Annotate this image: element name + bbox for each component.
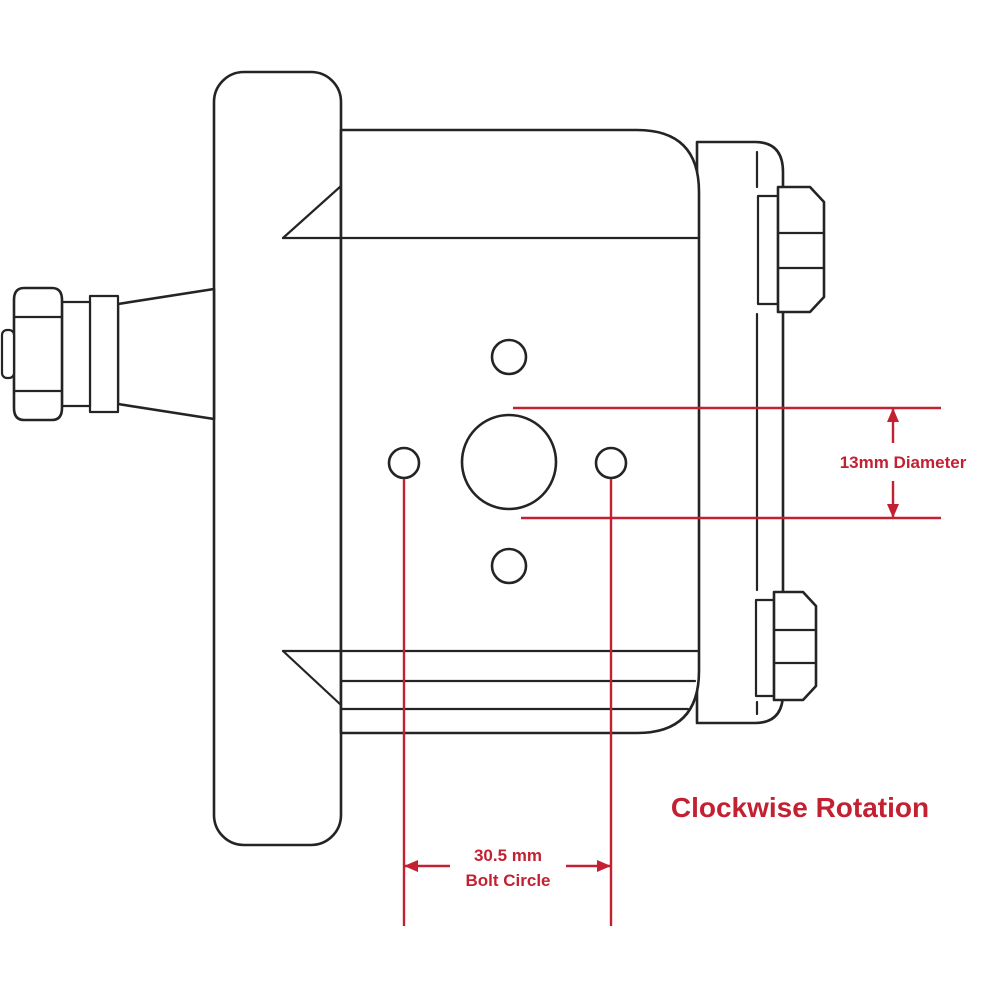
arrow-left-icon (404, 860, 418, 872)
mounting-bolt-top (756, 185, 826, 314)
rotation-label: Clockwise Rotation (671, 792, 929, 823)
arrow-up-icon (887, 408, 899, 422)
bolt-hole-bottom (490, 547, 528, 585)
diameter-dimension: 13mm Diameter (513, 406, 967, 520)
shaft-nut (0, 286, 64, 422)
bolt-hole-left (387, 446, 421, 480)
bolt-circle-caption-label: Bolt Circle (465, 871, 550, 890)
drive-shaft (60, 287, 216, 421)
bolt-hole-right (594, 446, 628, 480)
arrow-down-icon (887, 504, 899, 518)
shaft-hole (460, 413, 558, 511)
pump-body (281, 128, 701, 735)
mounting-flange (212, 70, 343, 847)
bolt-hole-top (490, 338, 528, 376)
bolt-circle-dimension: 30.5 mm Bolt Circle (402, 479, 613, 926)
arrow-right-icon (597, 860, 611, 872)
bolt-circle-value-label: 30.5 mm (474, 846, 542, 865)
mounting-bolt-bottom (754, 590, 818, 702)
diameter-label: 13mm Diameter (840, 453, 967, 472)
